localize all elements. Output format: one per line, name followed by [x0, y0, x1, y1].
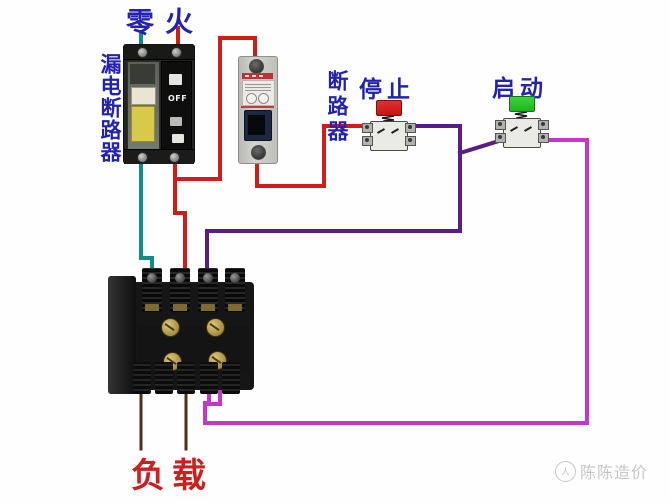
stop-terminal-aux-left: [362, 136, 373, 146]
rcbo-right-pole: OFF: [161, 61, 192, 150]
contactor-bottom-terminal: [155, 362, 173, 394]
start-terminal-no-right: [538, 133, 549, 143]
contactor-bottom-terminal: [177, 362, 195, 394]
mcb-label: 断路器: [325, 70, 349, 145]
stop-button-body: [370, 121, 408, 151]
rcbo-on-mark: [169, 74, 182, 85]
rcbo-terminal-screw: [169, 152, 180, 163]
mcb-bottom-terminal: [251, 145, 266, 160]
wire-start-to-coil: [203, 138, 589, 425]
start-terminal-right-upper: [538, 120, 549, 130]
watermark: 人 陈陈造价: [555, 459, 648, 483]
rcbo-top-terminals: [124, 45, 194, 60]
rcbo-toggle-text: OFF: [168, 94, 188, 103]
rcbo-rating-label: [131, 87, 156, 105]
start-button: [495, 92, 549, 148]
stop-button: [362, 96, 416, 151]
mcb-top-terminal: [249, 59, 264, 74]
mcb-brand-strip: [242, 73, 273, 79]
mcb-model-line: [241, 106, 274, 108]
contactor-top-terminal: [198, 268, 218, 312]
rcbo-terminal-screw: [137, 152, 148, 163]
rcbo-device: OFF: [123, 44, 195, 164]
rcbo-bottom-terminals: [124, 149, 194, 164]
contactor-bottom-terminal: [200, 362, 218, 394]
rcbo-label: 漏电断路器: [98, 53, 122, 163]
watermark-logo: 人: [555, 460, 576, 482]
rcbo-warning-label: [131, 106, 155, 142]
rcbo-left-pole: [127, 61, 160, 150]
start-button-cap: [509, 96, 535, 112]
stop-terminal-aux-right: [405, 136, 416, 146]
contactor-side-plate: [108, 276, 136, 394]
rcbo-left-window: [130, 64, 155, 84]
start-terminal-no-left: [495, 133, 506, 143]
stop-button-cap: [376, 100, 402, 116]
watermark-text: 陈陈造价: [580, 463, 649, 482]
rcbo-reset-mark: [172, 134, 184, 143]
rcbo-terminal-screw: [137, 47, 148, 58]
contactor-brass-screw: [161, 318, 180, 337]
rcbo-terminal-screw: [171, 47, 182, 58]
neutral-label: 零: [126, 6, 155, 39]
wire-live-to-contactor: [173, 153, 187, 280]
load-label: 负载: [131, 456, 213, 496]
mcb-spec-panel: [242, 80, 275, 106]
rcbo-test-mark: [170, 117, 182, 126]
contactor-bottom-terminal: [133, 362, 151, 394]
stop-label: 停止: [359, 77, 415, 103]
mcb-cert-logo: [258, 93, 269, 104]
contactor-device: [108, 266, 254, 396]
start-button-body: [503, 118, 541, 148]
start-terminal-left-upper: [495, 120, 506, 130]
mcb-cert-logo: [246, 93, 257, 104]
stop-terminal-nc-left: [362, 123, 373, 133]
stop-terminal-nc-right: [405, 123, 416, 133]
contactor-top-terminal: [170, 268, 190, 312]
contactor-top-terminal: [225, 268, 245, 312]
mcb-device: [238, 56, 278, 164]
mcb-toggle: [244, 110, 272, 141]
mcb-toggle-window: [248, 115, 265, 135]
contactor-top-terminal: [142, 268, 162, 312]
contactor-bottom-terminal: [222, 362, 240, 394]
contactor-brass-screw: [206, 318, 225, 337]
live-label: 火: [165, 5, 194, 38]
